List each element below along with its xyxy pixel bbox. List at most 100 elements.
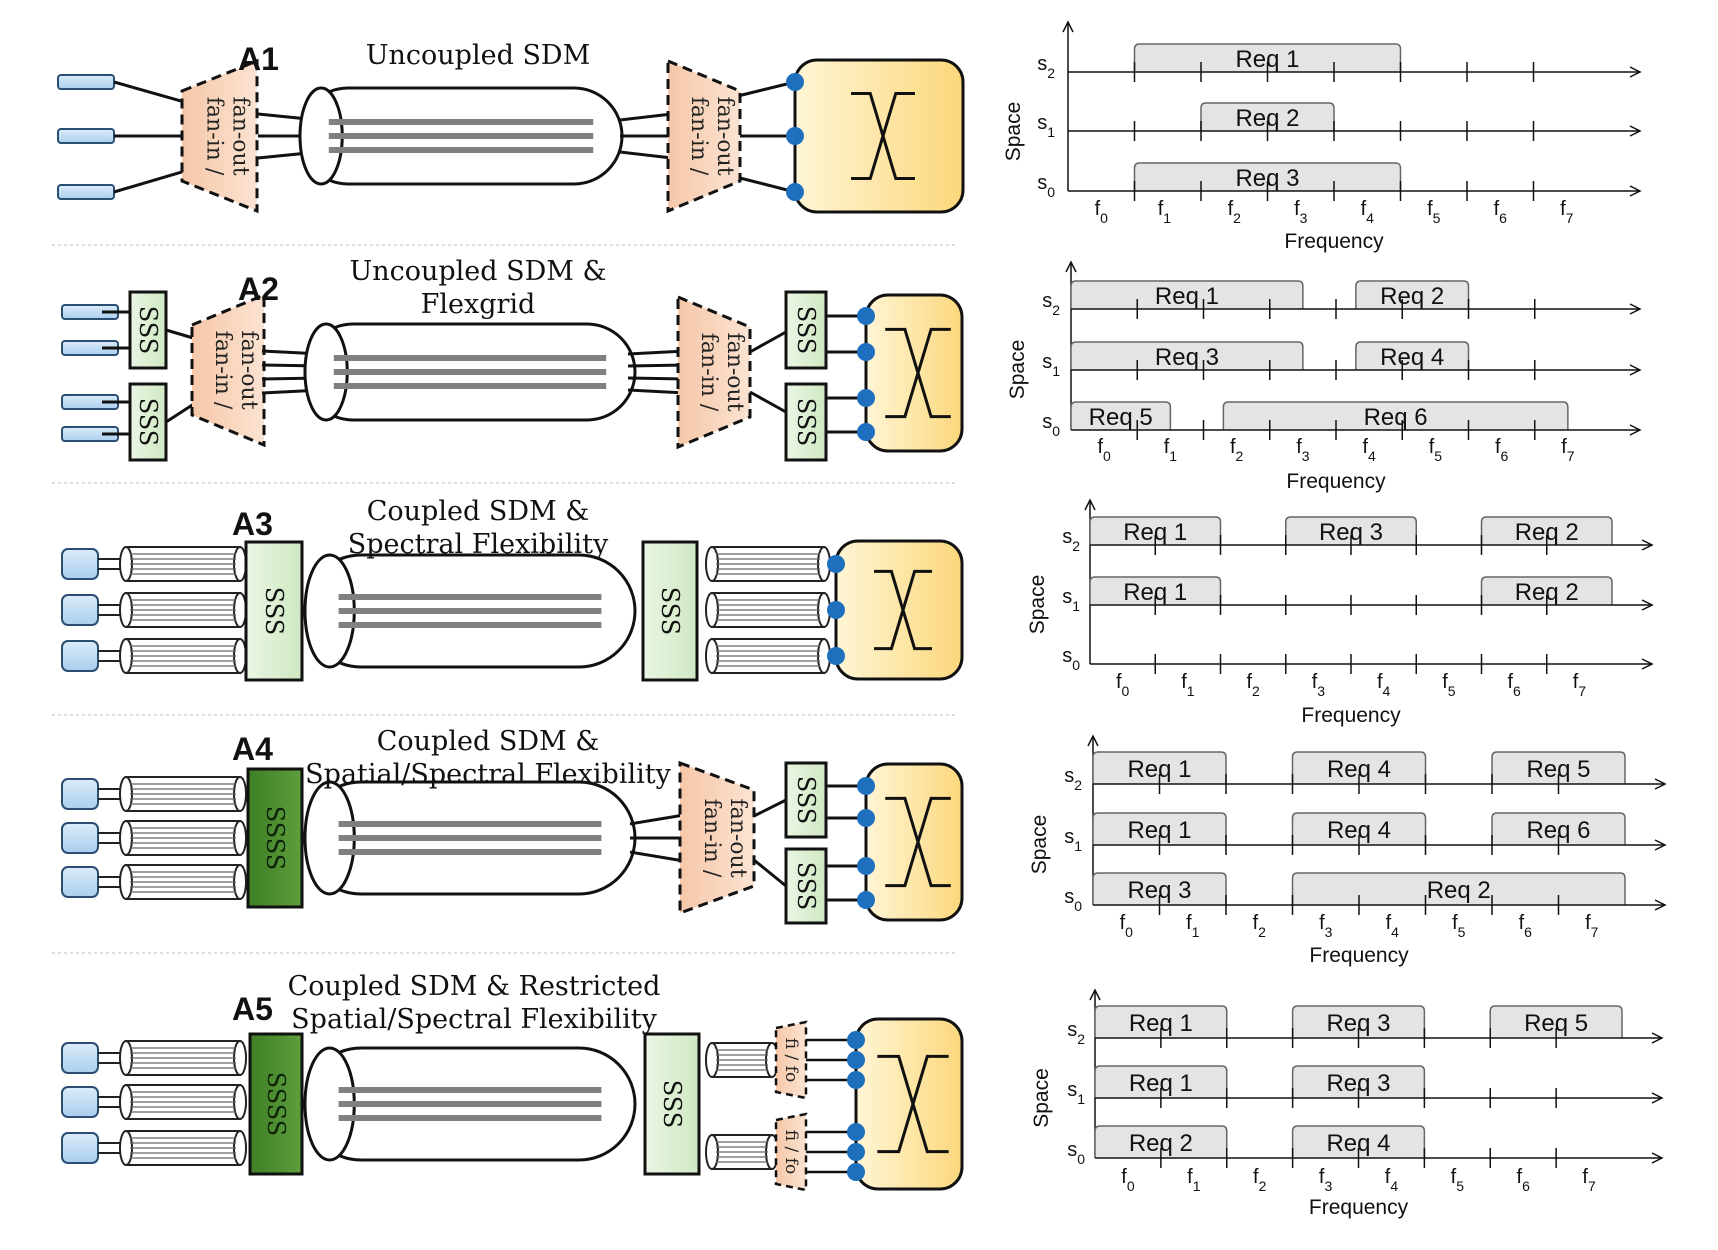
frequency-tick-label-symbol: f: [1186, 912, 1192, 934]
frequency-tick-label: f0: [1121, 1166, 1135, 1194]
frequency-tick-label-subscript: 7: [1588, 1178, 1596, 1194]
frequency-tick-label: f6: [1517, 1166, 1531, 1194]
space-label-subscript: 1: [1052, 363, 1060, 379]
fifo-label: fi / fo: [781, 1038, 801, 1082]
frequency-tick-label: f6: [1494, 198, 1508, 226]
space-label-symbol: s: [1042, 411, 1052, 433]
row-arrow: [1651, 1152, 1664, 1164]
frequency-tick-label: f2: [1253, 912, 1267, 940]
frequency-tick-label-subscript: 7: [1567, 448, 1575, 464]
frequency-tick-label-symbol: f: [1164, 436, 1170, 458]
frequency-tick-label-subscript: 5: [1456, 1178, 1464, 1194]
space-label-symbol: s: [1037, 112, 1047, 134]
request-block: [1200, 102, 1335, 131]
frequency-tick-label-symbol: f: [1561, 436, 1567, 458]
frequency-tick-label-symbol: f: [1585, 912, 1591, 934]
sss-icon: [784, 761, 828, 839]
frequency-tick-label: f1: [1164, 436, 1178, 464]
row-arrow: [1641, 599, 1654, 611]
frequency-tick-label-subscript: 3: [1324, 1178, 1332, 1194]
frequency-tick-label-symbol: f: [1181, 671, 1187, 693]
frequency-tick-label-symbol: f: [1385, 1166, 1391, 1188]
sss-icon-label: SSS: [260, 587, 288, 635]
architecture-label: A2: [238, 271, 279, 307]
row-arrow: [1654, 778, 1667, 790]
request-label: Req 2: [1380, 283, 1444, 310]
fan-in-fan-out-label: fan-in /: [686, 97, 711, 176]
line: [749, 390, 787, 414]
fan-in-fan-out-label: fan-in /: [202, 97, 227, 176]
patch-line: [113, 168, 191, 194]
switch-icon: [864, 293, 964, 453]
port-dot: [847, 1163, 865, 1181]
frequency-tick-label: f5: [1427, 198, 1441, 226]
frequency-tick-label-symbol: f: [1097, 436, 1103, 458]
row-arrow: [1629, 364, 1642, 376]
transceiver-icon: [61, 1086, 99, 1118]
frequency-tick-label-subscript: 0: [1127, 1178, 1135, 1194]
space-label-symbol: s: [1037, 172, 1047, 194]
frequency-tick-label: f1: [1158, 198, 1172, 226]
frequency-tick-label-subscript: 1: [1163, 210, 1171, 226]
space-label: s1: [1064, 826, 1082, 854]
port-dot: [827, 601, 845, 619]
switch-icon: [793, 58, 965, 214]
space-label: s2: [1037, 53, 1055, 81]
frequency-tick-label-subscript: 3: [1300, 210, 1308, 226]
frequency-tick-label: f2: [1246, 671, 1260, 699]
space-label: s2: [1064, 765, 1082, 793]
space-label-symbol: s: [1062, 586, 1072, 608]
port-dot: [857, 857, 875, 875]
frequency-tick-label: f3: [1312, 671, 1326, 699]
frequency-tick-label: f7: [1585, 912, 1599, 940]
frequency-tick-label-subscript: 4: [1390, 1178, 1398, 1194]
frequency-tick-label: f4: [1362, 436, 1376, 464]
frequency-tick-label-symbol: f: [1361, 198, 1367, 220]
frequency-tick-label: f7: [1560, 198, 1574, 226]
fan-in-fan-out-label: fan-out: [236, 330, 261, 409]
frequency-tick-label-symbol: f: [1582, 1166, 1588, 1188]
y-axis-title: Space: [1026, 575, 1049, 635]
y-axis-title: Space: [1006, 340, 1029, 400]
space-label: s1: [1062, 586, 1080, 614]
frequency-tick-label-subscript: 1: [1192, 924, 1200, 940]
frequency-tick-label-symbol: f: [1362, 436, 1368, 458]
y-axis-title: Space: [1028, 815, 1051, 875]
sss-icon: [784, 382, 828, 462]
space-label-symbol: s: [1062, 645, 1072, 667]
space-label-subscript: 1: [1074, 838, 1082, 854]
fan-in-fan-out-icon: [678, 760, 756, 916]
frequency-tick-label-symbol: f: [1319, 1166, 1325, 1188]
panel-title: Spectral Flexibility: [348, 529, 609, 560]
space-label-subscript: 1: [1047, 124, 1055, 140]
frequency-tick-label-symbol: f: [1095, 198, 1101, 220]
frequency-tick-label: f3: [1319, 912, 1333, 940]
y-axis-title: Space: [1030, 1068, 1053, 1128]
sss-icon-label: SSS: [792, 398, 820, 446]
port-dot: [786, 127, 804, 145]
port-dot: [857, 809, 875, 827]
sss-icon-label: SSS: [792, 776, 820, 824]
frequency-tick-label: f6: [1495, 436, 1509, 464]
frequency-tick-label: f7: [1582, 1166, 1596, 1194]
space-label: s2: [1067, 1019, 1085, 1047]
frequency-tick-label-symbol: f: [1116, 671, 1122, 693]
frequency-tick-label: f5: [1442, 671, 1456, 699]
frequency-tick-label-subscript: 0: [1122, 683, 1130, 699]
space-label: s1: [1037, 112, 1055, 140]
transceiver-icon: [57, 184, 115, 200]
fan-in-fan-out-icon: [666, 58, 742, 214]
space-label-subscript: 0: [1074, 898, 1082, 914]
frequency-tick-label: f5: [1452, 912, 1466, 940]
panel-title: Uncoupled SDM: [366, 40, 590, 71]
request-block: [1092, 872, 1227, 905]
panel-title: Spatial/Spectral Flexibility: [291, 1004, 657, 1035]
switch-cross: [851, 91, 915, 181]
frequency-tick-label-symbol: f: [1519, 912, 1525, 934]
y-axis-arrow: [1084, 498, 1096, 511]
y-axis-arrow: [1087, 734, 1099, 747]
